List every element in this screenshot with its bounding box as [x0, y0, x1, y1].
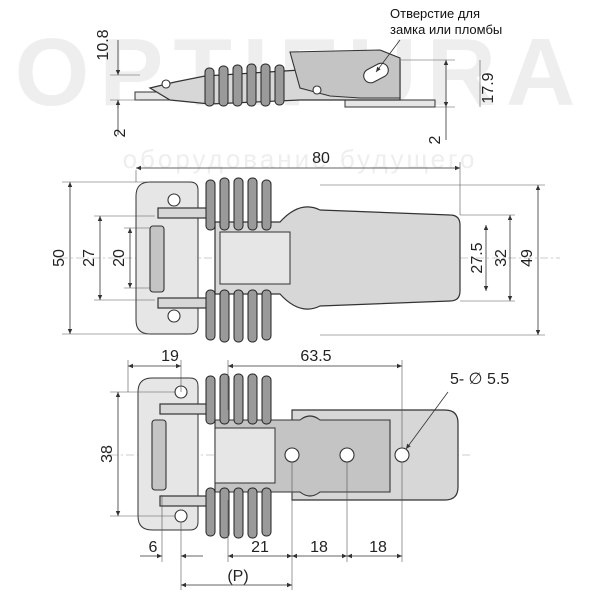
bottom-holes-leader	[405, 391, 449, 450]
side-base-right	[344, 99, 436, 108]
bottom-lever-inner	[214, 427, 276, 484]
lock-hole-note-line2: замка или пломбы	[390, 22, 502, 37]
top-lever-inner	[219, 231, 291, 285]
side-dim-2-right: 2	[427, 135, 444, 144]
bottom-hole-2	[339, 447, 355, 463]
side-hinge-hole	[161, 79, 171, 89]
top-view: 80 50 27 20 27.5 32 49	[51, 150, 560, 343]
lock-hole-note-line1: Отверстие для	[390, 6, 480, 21]
top-frame-hole-bottom	[167, 309, 181, 323]
watermark-tagline: оборудование будущего	[123, 144, 478, 174]
top-dim-49: 49	[519, 249, 536, 267]
top-dim-27-5: 27.5	[469, 242, 486, 273]
side-dim-2-left: 2	[112, 128, 129, 137]
bottom-hook	[151, 419, 167, 491]
side-dim-17-9: 17.9	[480, 72, 497, 103]
bottom-arm-lower	[159, 495, 213, 507]
side-dim-10-8: 10.8	[95, 29, 112, 60]
top-dim-80: 80	[312, 150, 330, 167]
top-hook	[149, 225, 165, 293]
side-pin-hole	[312, 85, 322, 95]
top-base-frame	[135, 181, 199, 335]
lock-hole-leader	[375, 39, 401, 73]
bottom-frame-hole-bottom	[174, 509, 188, 523]
bottom-dim-6: 6	[149, 539, 158, 556]
top-dim-27: 27	[81, 249, 98, 267]
bottom-dim-19: 19	[161, 348, 179, 365]
top-frame-hole-top	[167, 193, 181, 207]
bottom-spring-lower	[205, 487, 272, 539]
top-spring-lower	[205, 289, 272, 343]
bottom-dim-21: 21	[251, 539, 269, 556]
top-arm-upper	[157, 207, 211, 219]
bottom-dim-38: 38	[99, 445, 116, 463]
side-lock-slot	[363, 62, 389, 84]
bottom-hole-1	[284, 447, 300, 463]
bottom-dim-p: (P)	[227, 568, 248, 585]
top-dim-32: 32	[493, 249, 510, 267]
bottom-spring-upper	[205, 373, 272, 425]
bottom-view: 19 63.5 5- ∅ 5.5 38 6 21 18 18 (P)	[99, 348, 509, 590]
side-view: 10.8 2 17.9 2 Отверстие для замка или пл…	[95, 6, 502, 144]
bottom-dim-18b: 18	[369, 539, 387, 556]
bottom-dim-63-5: 63.5	[300, 348, 331, 365]
bottom-hole-3	[394, 447, 410, 463]
bottom-base-frame	[137, 377, 199, 531]
top-dim-50: 50	[51, 249, 68, 267]
top-dim-20: 20	[111, 249, 128, 267]
side-spring	[204, 63, 285, 107]
top-spring-upper	[205, 177, 272, 231]
bottom-arm-upper	[159, 403, 213, 415]
top-arm-lower	[157, 297, 211, 309]
bottom-dim-18a: 18	[310, 539, 328, 556]
bottom-holes-note: 5- ∅ 5.5	[450, 371, 509, 388]
